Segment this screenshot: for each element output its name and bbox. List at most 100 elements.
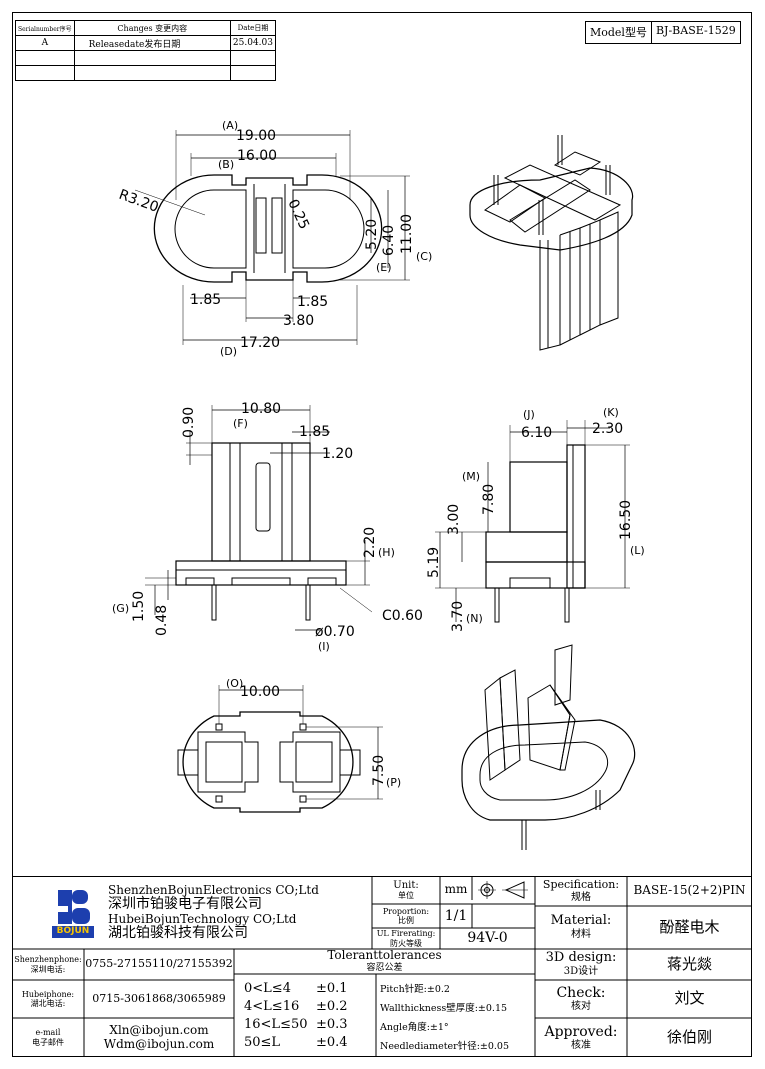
- tolerance-row: 4<L≤16±0.2: [244, 998, 374, 1016]
- email-address: Xln@ibojun.com: [109, 1022, 209, 1037]
- tolerance-value: ±0.1: [316, 981, 348, 996]
- ul-value: 94V-0: [467, 930, 508, 947]
- bojun-logo: BOJUN: [50, 888, 96, 940]
- dim-label: (E): [376, 261, 392, 274]
- dim-value: C0.60: [382, 608, 423, 624]
- revision-table: Serialnumber序号 Changes 变更内容 Date日期 A Rel…: [15, 20, 277, 81]
- dim-label: (F): [233, 417, 248, 430]
- dim-value: 6.40: [381, 225, 397, 256]
- dim-value: 5.20: [364, 219, 380, 250]
- unit-label-cell: Unit: 单位: [372, 876, 440, 904]
- dim-value: 16.50: [618, 500, 634, 540]
- dim-label: (M): [462, 470, 480, 483]
- approved-value: 徐伯刚: [666, 1027, 712, 1046]
- dim-value: 2.30: [592, 421, 623, 437]
- spec-label-cell: Specification: 规格: [535, 876, 627, 906]
- dim-value: 5.19: [426, 547, 442, 578]
- hb-phone-label-cn: 湖北电话:: [30, 999, 66, 1008]
- dim-value: 10.80: [241, 401, 281, 417]
- ul-label: UL Firerating:: [376, 929, 436, 939]
- logo-text: BOJUN: [56, 926, 90, 936]
- model-label: Model型号: [590, 26, 647, 39]
- approved-label-cell: Approved: 核准: [535, 1018, 627, 1057]
- dim-value: 1.20: [322, 446, 353, 462]
- dim-value: ø0.70: [315, 624, 355, 640]
- email-label: e-mail: [35, 1028, 61, 1038]
- material-label: Material:: [550, 913, 612, 929]
- spec-value: BASE-15(2+2)PIN: [633, 883, 746, 898]
- dim-label: (C): [416, 250, 432, 263]
- hb-phone-value: 0715-3061868/3065989: [92, 991, 226, 1005]
- approved-label: Approved:: [544, 1023, 618, 1040]
- proportion-label: Proportion:: [382, 906, 430, 916]
- spec-label: Specification:: [542, 877, 620, 891]
- dim-value: 1.50: [131, 591, 147, 622]
- dim-value: 7.50: [371, 755, 387, 786]
- dim-label: (N): [466, 612, 483, 625]
- tolerance-row: 16<L≤50±0.3: [244, 1016, 374, 1034]
- unit-label: Unit:: [393, 879, 419, 891]
- email-label-cell: e-mail 电子邮件: [12, 1018, 84, 1057]
- side-view: (J) (K) 6.10 2.30 (M) 7.80 3.00 16.50 (L…: [426, 406, 645, 632]
- sz-phone-value: 0755-27155110/27155392: [85, 957, 233, 971]
- unit-value: mm: [444, 882, 468, 897]
- tolerance-title-cell: Toleranttolerances 容忍公差: [234, 949, 535, 974]
- email-cell: Xln@ibojun.com Wdm@ibojun.com: [84, 1018, 234, 1057]
- dim-value: 0.90: [181, 407, 197, 438]
- dim-value: 16.00: [237, 148, 277, 164]
- tolerance-row: 50≤L ±0.4: [244, 1034, 374, 1052]
- dim-label: (I): [318, 640, 330, 653]
- spec-label-cn: 规格: [571, 891, 591, 903]
- ul-label-cell: UL Firerating: 防火等级: [372, 928, 440, 949]
- rev-empty: [73, 65, 231, 81]
- dim-label: (G): [112, 602, 129, 615]
- unit-label-cn: 单位: [398, 891, 414, 901]
- dim-label: (D): [220, 345, 237, 358]
- design-label-cn: 3D设计: [563, 966, 599, 978]
- dim-value: 11.00: [399, 214, 415, 254]
- approved-label-cn: 核准: [571, 1039, 591, 1051]
- tolerance-note: Angle角度:±1°: [380, 1022, 449, 1033]
- tolerance-title: Toleranttolerances: [327, 948, 442, 963]
- model-value: BJ-BASE-1529: [650, 22, 740, 43]
- top-view: (A) 19.00 (B) 16.00 R3.20 0.25 5.20 6.40…: [117, 119, 433, 358]
- dim-value: 1.85: [299, 424, 330, 440]
- rev-empty: [229, 65, 277, 81]
- model-box: Model型号 BJ-BASE-1529: [585, 21, 741, 44]
- dim-value: 6.10: [521, 425, 552, 441]
- tolerance-note: Needlediameter针径:±0.05: [380, 1041, 510, 1052]
- hb-phone-label: Hubeiphone:: [21, 989, 75, 999]
- dim-value: 3.00: [446, 504, 462, 535]
- check-label-cell: Check: 核对: [535, 980, 627, 1018]
- design-label: 3D design:: [545, 950, 617, 966]
- dim-value: 0.25: [284, 197, 312, 232]
- technical-drawing: (A) 19.00 (B) 16.00 R3.20 0.25 5.20 6.40…: [112, 119, 645, 850]
- tolerance-value: ±0.4: [316, 1035, 348, 1050]
- isometric-view-bottom: [461, 644, 636, 850]
- tolerance-range: 0<L≤4: [244, 981, 291, 996]
- sz-phone-label-cell: Shenzhenphone: 深圳电话:: [12, 949, 84, 980]
- sz-phone-label: Shenzhenphone:: [14, 955, 82, 965]
- tolerance-note: Pitch针距:±0.2: [380, 984, 450, 995]
- design-label-cell: 3D design: 3D设计: [535, 949, 627, 980]
- material-value: 酚醛电木: [659, 917, 720, 936]
- email-label-cn: 电子邮件: [32, 1037, 64, 1047]
- proportion-label-cn: 比例: [398, 916, 414, 925]
- hb-phone-label-cell: Hubeiphone: 湖北电话:: [12, 980, 84, 1018]
- proportion-value: 1/1: [444, 907, 468, 924]
- isometric-view-top: [469, 135, 634, 351]
- dim-label: (H): [378, 546, 395, 559]
- dim-value: 0.48: [154, 605, 170, 636]
- dim-label: (L): [630, 544, 645, 557]
- email-address: Wdm@ibojun.com: [103, 1036, 215, 1051]
- tolerance-range: 50≤L: [244, 1035, 281, 1050]
- check-label-cn: 核对: [571, 1001, 591, 1013]
- tolerance-range: 4<L≤16: [244, 999, 300, 1014]
- dim-value: 1.85: [190, 292, 221, 308]
- proportion-label-cell: Proportion: 比例: [372, 904, 440, 928]
- dim-label: (P): [386, 776, 401, 789]
- dim-value: 10.00: [240, 684, 280, 700]
- dim-label: (O): [226, 677, 243, 690]
- material-label-cn: 材料: [571, 929, 591, 941]
- dim-label: (A): [222, 119, 238, 132]
